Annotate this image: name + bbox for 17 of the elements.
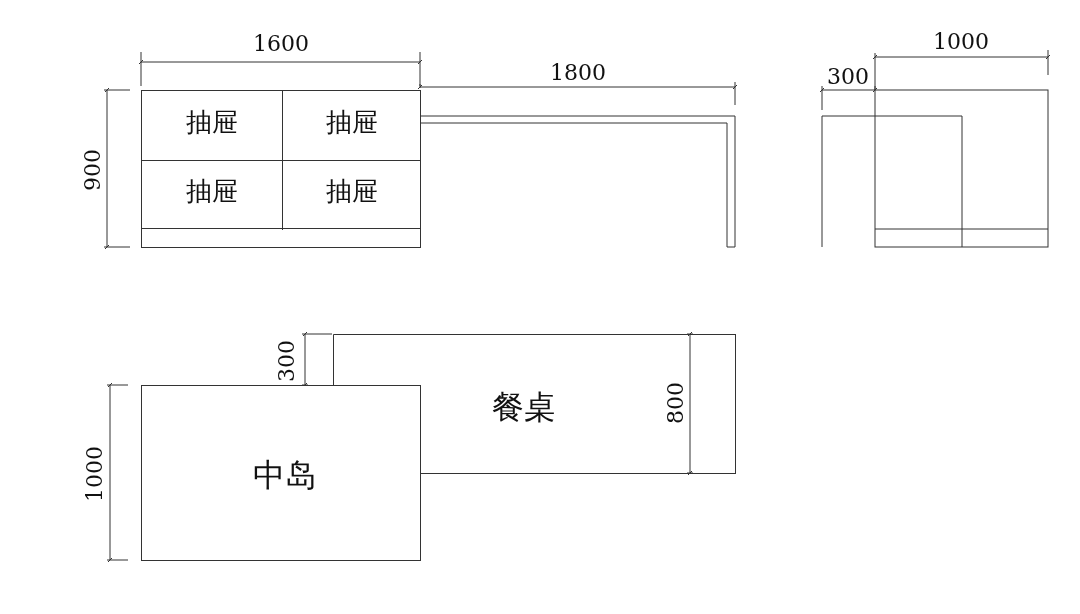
- dimension-label: 300: [827, 66, 869, 88]
- table-label: 餐桌: [491, 391, 556, 423]
- cabinet-front: [141, 90, 421, 248]
- dimension-label: 900: [82, 149, 104, 191]
- dimension-label: 1000: [933, 31, 989, 53]
- table-label: 中岛: [253, 459, 317, 491]
- dimension-label: 1600: [253, 33, 309, 55]
- drawer-label: 抽屉: [325, 178, 378, 204]
- dimension-label: 800: [665, 382, 687, 424]
- drawer-label: 抽屉: [186, 108, 238, 135]
- dimension-label: 1000: [84, 446, 106, 502]
- dimension-label: 1800: [550, 62, 606, 84]
- dimension-label: 300: [276, 340, 298, 382]
- island-plan: [141, 385, 421, 561]
- drawer-label: 抽屉: [186, 178, 238, 204]
- drawer-panel: [142, 91, 283, 161]
- drawer-label: 抽屉: [325, 108, 378, 135]
